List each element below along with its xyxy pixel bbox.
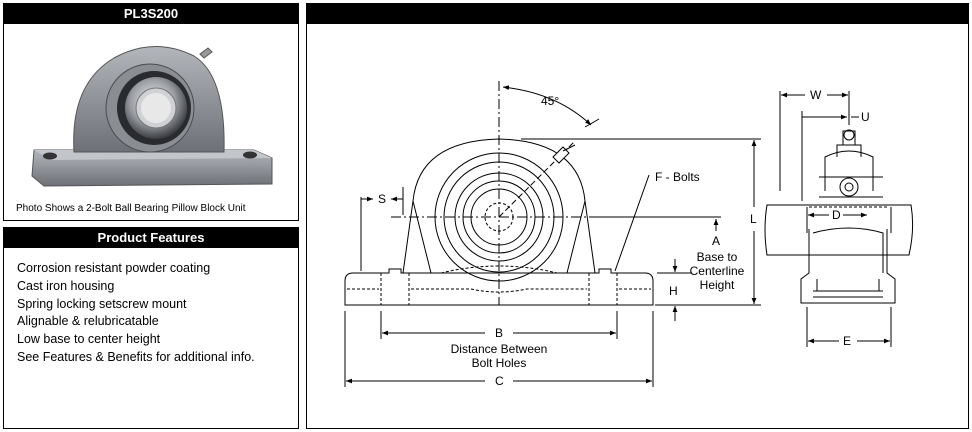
dim-d-label: D — [832, 208, 841, 222]
base-line1: Base to — [697, 250, 738, 264]
dim-e-label: E — [843, 334, 851, 348]
features-list: Corrosion resistant powder coating Cast … — [17, 260, 255, 367]
features-panel-title: Product Features — [4, 228, 298, 248]
feature-item: Alignable & relubricatable — [17, 314, 159, 329]
drawing-panel-header — [307, 4, 968, 24]
front-base — [344, 268, 654, 306]
grease-fitting-icon — [199, 47, 213, 59]
bolts-label: F - Bolts — [655, 170, 700, 184]
bolt-hole-left — [43, 152, 57, 160]
dim-h-label: H — [669, 284, 678, 298]
base-line2: Centerline — [690, 264, 745, 278]
bolt-hole-right — [243, 151, 257, 159]
feature-item: See Features & Benefits for additional i… — [17, 349, 255, 364]
dim-w-label: W — [810, 88, 822, 102]
dim-a-label: A — [712, 234, 720, 248]
photo-panel-title: PL3S200 — [4, 4, 298, 24]
feature-item: Corrosion resistant powder coating — [17, 261, 211, 275]
base-line3: Height — [700, 278, 735, 292]
feature-item: Low base to center height — [17, 332, 161, 347]
dim-l-label: L — [750, 212, 757, 226]
b-line1: Distance Between — [451, 342, 548, 356]
photo-panel: PL3S200 Photo Shows a 2-Bolt Ball Beari — [3, 3, 299, 221]
pillow-block-photo — [31, 46, 273, 187]
dim-c-label: C — [495, 374, 504, 388]
feature-item: Cast iron housing — [17, 278, 115, 293]
feature-item: Spring locking setscrew mount — [17, 296, 187, 311]
b-line2: Bolt Holes — [472, 356, 527, 370]
features-panel: Product Features Corrosion resistant pow… — [3, 227, 299, 429]
photo-caption: Photo Shows a 2-Bolt Ball Bearing Pillow… — [16, 203, 246, 214]
side-view — [764, 91, 914, 347]
dim-u-label: U — [861, 110, 870, 124]
dim-s-label: S — [378, 192, 386, 206]
angle-label: 45° — [541, 94, 559, 108]
dim-b-label: B — [495, 326, 503, 340]
technical-drawing: 45° F - Bolts S A Base to Centerline Hei… — [344, 81, 914, 388]
drawing-panel: 45° F - Bolts S A Base to Centerline Hei… — [306, 3, 969, 429]
